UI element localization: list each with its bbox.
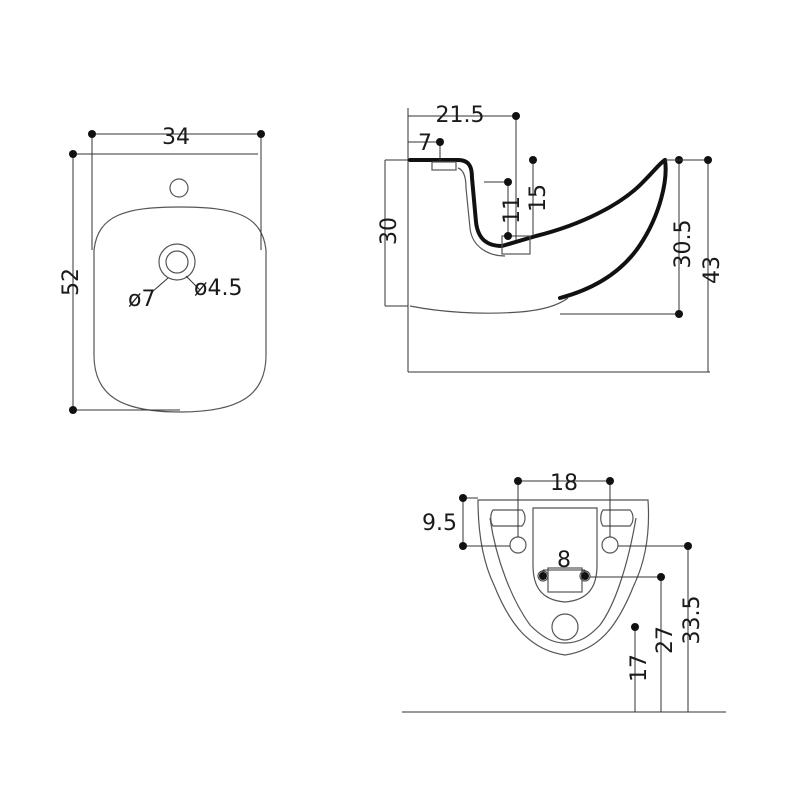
top-width-label: 34: [162, 125, 190, 150]
leader-line: [185, 275, 201, 291]
dim-dot: [539, 572, 547, 580]
rear-left-slot: [490, 509, 526, 527]
dim-dot: [514, 477, 522, 485]
side-drain-height-label: 11: [500, 196, 525, 224]
rear-drain-height-label: 17: [627, 654, 652, 682]
side-view: 21.5 7 15 11 30 30.5 43: [377, 103, 725, 373]
dim-dot: [436, 138, 444, 146]
hole-inner-label: ø4.5: [194, 276, 242, 301]
dim-dot: [512, 112, 520, 120]
dim-dot: [459, 542, 467, 550]
tap-hole: [169, 178, 189, 198]
dim-dot: [684, 542, 692, 550]
side-total-height-label: 43: [700, 256, 725, 284]
side-bowl-depth-label: 15: [526, 184, 551, 212]
top-view: 34 52 ø7 ø4.5: [59, 125, 267, 414]
side-tap-offset-label: 21.5: [436, 103, 485, 128]
dim-dot: [69, 406, 77, 414]
rear-left-bolt: [509, 536, 527, 554]
top-view-basin-outline: [93, 206, 267, 413]
side-section-base: [558, 158, 668, 300]
rear-bolt-spacing-label: 18: [550, 471, 578, 496]
rear-upper-bolt-height-label: 33.5: [680, 596, 705, 645]
side-rim-height-label: 30: [377, 217, 402, 245]
dim-dot: [69, 150, 77, 158]
side-inner-bowl: [457, 167, 506, 257]
dim-dot: [704, 156, 712, 164]
dim-dot: [88, 130, 96, 138]
rear-right-bolt: [601, 536, 619, 554]
dim-dot: [631, 623, 639, 631]
hole-outer-label: ø7: [128, 287, 155, 312]
dim-dot: [257, 130, 265, 138]
rear-view: 18 9.5 8 17 27 33.5: [402, 471, 726, 713]
dim-dot: [504, 178, 512, 186]
side-tap-small-label: 7: [418, 131, 432, 156]
rear-lower-bolt-height-label: 27: [653, 626, 678, 654]
top-depth-label: 52: [59, 268, 84, 296]
side-bowl-height-label: 30.5: [671, 220, 696, 269]
leader-line: [151, 277, 169, 293]
dim-dot: [459, 494, 467, 502]
rear-inner-shell: [489, 517, 637, 644]
rear-drain-spacing-label: 8: [557, 548, 571, 573]
dim-dot: [504, 232, 512, 240]
side-section-rim: [408, 158, 667, 248]
dim-dot: [657, 573, 665, 581]
dim-dot: [606, 477, 614, 485]
rear-center-channel: [532, 507, 598, 603]
drain-hole-inner: [165, 250, 189, 274]
rear-right-slot: [600, 509, 634, 527]
dim-dot: [675, 310, 683, 318]
rear-outer-shell: [477, 499, 650, 656]
dim-dot: [581, 572, 589, 580]
side-tap-block: [431, 161, 457, 171]
drain-hole-outer: [158, 243, 196, 281]
dim-dot: [529, 156, 537, 164]
rear-bolt-from-top-label: 9.5: [422, 511, 457, 536]
rear-drain-outlet: [551, 613, 579, 641]
side-bottom-curve: [409, 297, 569, 314]
